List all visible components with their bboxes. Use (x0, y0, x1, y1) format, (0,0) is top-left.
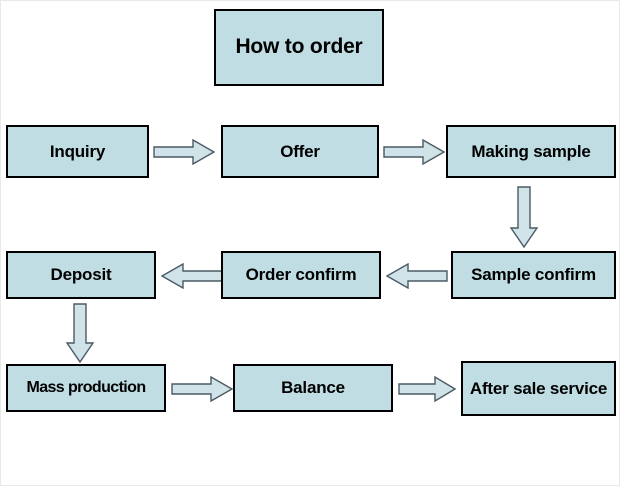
node-inquiry[interactable]: Inquiry (6, 125, 149, 178)
arrow-mass-production-to-balance-icon (171, 376, 233, 402)
node-after-sale-service[interactable]: After sale service (461, 361, 616, 416)
arrow-making-sample-to-sample-confirm-icon (509, 186, 539, 248)
node-deposit[interactable]: Deposit (6, 251, 156, 299)
node-label: Making sample (471, 141, 591, 161)
arrow-offer-to-making-sample-icon (383, 139, 445, 165)
node-order-confirm[interactable]: Order confirm (221, 251, 381, 299)
arrow-balance-to-after-sale-icon (398, 376, 456, 402)
node-label: How to order (235, 35, 363, 59)
arrow-inquiry-to-offer-icon (153, 139, 215, 165)
node-balance[interactable]: Balance (233, 364, 393, 412)
node-label: After sale service (469, 378, 608, 398)
node-title-how-to-order[interactable]: How to order (214, 9, 384, 86)
node-label: Deposit (50, 265, 112, 285)
node-label: Balance (281, 378, 345, 398)
node-offer[interactable]: Offer (221, 125, 379, 178)
node-label: Inquiry (49, 141, 106, 161)
node-mass-production[interactable]: Mass production (6, 364, 166, 412)
arrow-sample-confirm-to-order-confirm-icon (386, 263, 448, 289)
arrow-deposit-to-mass-production-icon (65, 303, 95, 363)
node-label: Order confirm (245, 265, 357, 285)
node-label: Offer (280, 141, 320, 161)
node-sample-confirm[interactable]: Sample confirm (451, 251, 616, 299)
node-label: Sample confirm (471, 265, 596, 285)
arrow-order-confirm-to-deposit-icon (161, 263, 223, 289)
node-making-sample[interactable]: Making sample (446, 125, 616, 178)
node-label: Mass production (26, 378, 146, 396)
